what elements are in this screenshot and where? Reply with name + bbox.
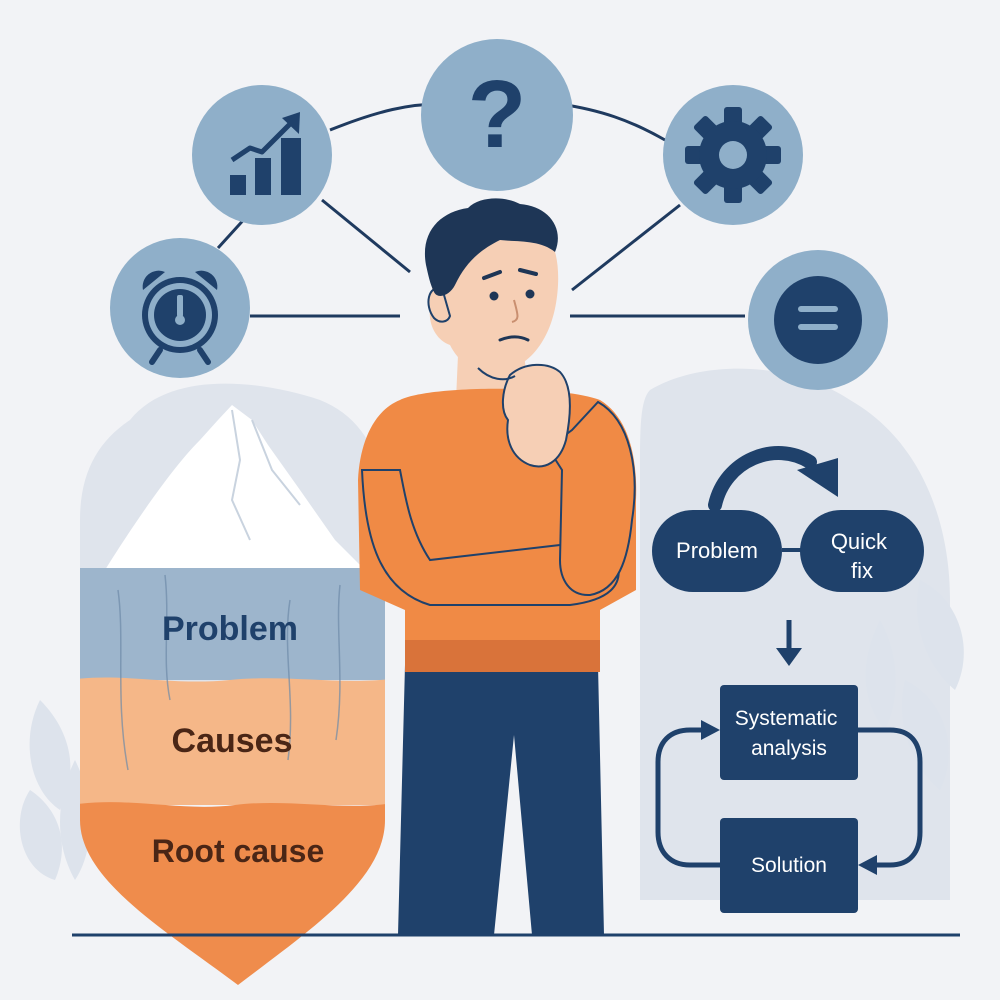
loop-arrow-right bbox=[858, 727, 923, 868]
gear-icon bbox=[663, 85, 803, 225]
flow-node-problem-label: Problem bbox=[676, 538, 758, 563]
iceberg-cracks bbox=[117, 574, 341, 771]
person-hair bbox=[424, 198, 558, 296]
connector-gear bbox=[571, 203, 681, 292]
iceberg-layer-problem bbox=[80, 568, 385, 680]
leaf-left-2 bbox=[19, 790, 62, 880]
quick-fix-line-2: fix bbox=[851, 558, 873, 583]
leaf-left-1 bbox=[29, 700, 71, 810]
flow-node-quick-fix bbox=[800, 510, 924, 592]
quick-fix-line-1: Quick bbox=[831, 529, 888, 554]
thinking-person bbox=[358, 198, 637, 935]
flow-node-solution bbox=[720, 818, 858, 913]
analysis-line-1: Systematic bbox=[735, 707, 838, 730]
leaf-right-2 bbox=[901, 680, 949, 790]
person-ear bbox=[427, 286, 452, 323]
flow-node-quick-fix-label: Quick fix bbox=[831, 529, 893, 583]
growth-chart-icon bbox=[192, 85, 332, 225]
person-legs bbox=[398, 665, 604, 935]
question-glyph: ? bbox=[468, 61, 527, 168]
flow-node-analysis bbox=[720, 685, 858, 780]
iceberg-layer-causes bbox=[80, 677, 385, 805]
person-eyebrows bbox=[482, 268, 538, 280]
down-arrow-head bbox=[776, 648, 802, 666]
person-eye-left bbox=[489, 291, 499, 301]
cycle-arrow-head bbox=[797, 458, 838, 497]
leaf-right-1 bbox=[916, 580, 964, 690]
loop-arrow-left-head bbox=[701, 720, 720, 740]
person-nose bbox=[511, 299, 519, 323]
person-eye-right bbox=[525, 289, 535, 299]
leaf-right-3 bbox=[865, 620, 896, 730]
alarm-clock-icon bbox=[110, 238, 250, 378]
fix-flow-diagram: Problem Quick fix Systematic analysis So… bbox=[652, 446, 924, 913]
iceberg-tip-crease bbox=[230, 409, 301, 541]
cycle-arrow-arc bbox=[708, 446, 817, 512]
iceberg-label-causes: Causes bbox=[172, 722, 293, 760]
person-shirt-hem bbox=[405, 640, 600, 672]
person-jaw-line bbox=[477, 367, 516, 381]
flow-node-problem bbox=[652, 510, 782, 592]
flow-node-analysis-label: Systematic analysis bbox=[735, 707, 844, 760]
loop-arrow-right-head bbox=[858, 855, 877, 875]
analysis-line-2: analysis bbox=[751, 737, 827, 760]
loop-arrow-left bbox=[655, 727, 720, 868]
connector-growth bbox=[321, 198, 411, 274]
iceberg-label-root-cause: Root cause bbox=[152, 833, 324, 869]
iceberg-label-problem: Problem bbox=[162, 610, 298, 648]
question-mark-icon: ? bbox=[421, 39, 573, 191]
flow-node-solution-label: Solution bbox=[751, 854, 827, 877]
person-raised-arm bbox=[546, 400, 636, 597]
equals-icon bbox=[748, 250, 888, 390]
person-mouth bbox=[498, 335, 530, 342]
iceberg-layer-root bbox=[80, 802, 385, 985]
decorative-leaves bbox=[19, 580, 964, 880]
person-hand bbox=[502, 363, 571, 468]
